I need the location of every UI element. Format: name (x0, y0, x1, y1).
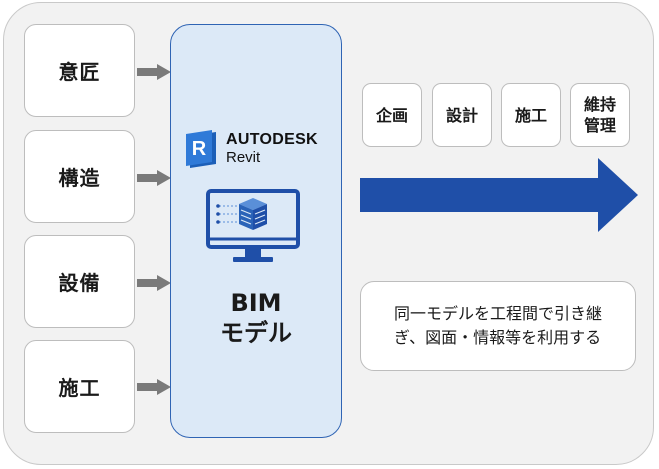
input-label: 意匠 (58, 60, 101, 84)
bim-title-line1: BIM (230, 289, 282, 317)
connector-arrow (137, 379, 171, 395)
bim-model-title: BIM モデル (170, 288, 342, 348)
revit-badge-icon: R (186, 130, 216, 168)
note-line2: ぎ、図面・情報等を利用する (393, 328, 602, 347)
input-box-structure: 構造 (24, 130, 135, 223)
input-box-equipment: 設備 (24, 235, 135, 328)
bim-model-panel (170, 24, 342, 438)
note-line1: 同一モデルを工程間で引き継 (393, 304, 602, 323)
phase-box-planning: 企画 (362, 83, 422, 147)
input-box-design: 意匠 (24, 24, 135, 117)
description-note: 同一モデルを工程間で引き継 ぎ、図面・情報等を利用する (360, 281, 636, 371)
input-label: 設備 (58, 271, 101, 295)
revit-badge-letter: R (192, 138, 207, 160)
phase-label: 企画 (375, 105, 408, 125)
input-label: 構造 (58, 166, 101, 190)
logo-product: Revit (226, 149, 261, 166)
connector-arrow (137, 170, 171, 186)
phase-label-line1: 維持 (583, 95, 616, 114)
phase-label: 設計 (445, 105, 478, 125)
process-flow-arrow (360, 158, 638, 232)
autodesk-revit-logo: R AUTODESK Revit (186, 130, 336, 170)
phase-box-maintenance: 維持 管理 (570, 83, 630, 147)
connector-arrow (137, 64, 171, 80)
logo-brand: AUTODESK (226, 131, 318, 148)
bim-title-line2: モデル (220, 319, 292, 347)
phase-box-design: 設計 (432, 83, 492, 147)
phase-box-construction: 施工 (501, 83, 561, 147)
phase-label-line2: 管理 (583, 116, 616, 135)
input-label: 施工 (58, 376, 101, 400)
monitor-building-icon (206, 189, 300, 262)
phase-label: 施工 (514, 105, 547, 125)
connector-arrow (137, 275, 171, 291)
input-box-construction: 施工 (24, 340, 135, 433)
